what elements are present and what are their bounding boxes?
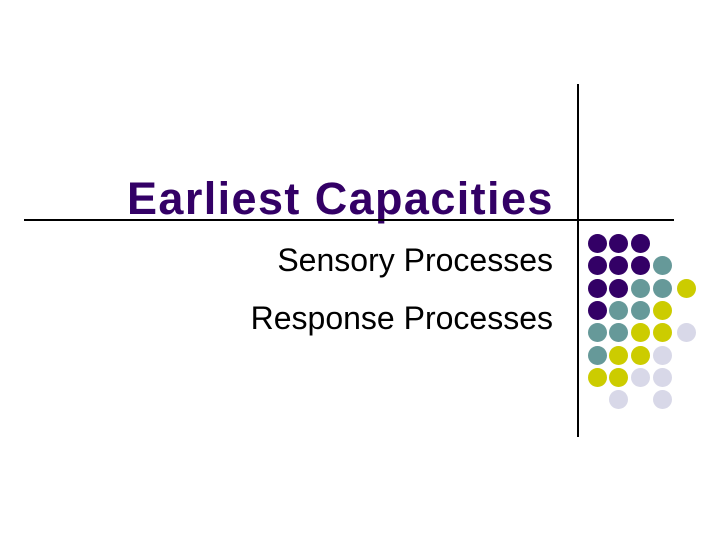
decorative-dot: [608, 255, 628, 275]
decorative-dot: [676, 322, 696, 342]
decorative-dot: [676, 278, 696, 298]
decorative-dot: [587, 345, 607, 365]
slide-title: Earliest Capacities: [127, 173, 554, 225]
decorative-dot: [652, 278, 672, 298]
decorative-dot: [608, 389, 628, 409]
decorative-dot: [652, 300, 672, 320]
decorative-dot: [652, 389, 672, 409]
vertical-divider-rule: [577, 84, 579, 437]
decorative-dot: [630, 322, 650, 342]
decorative-dot: [630, 278, 650, 298]
decorative-dot: [630, 233, 650, 253]
body-line-sensory: Sensory Processes: [277, 242, 553, 278]
body-line-response: Response Processes: [250, 300, 553, 336]
decorative-dot: [652, 255, 672, 275]
decorative-dot: [630, 367, 650, 387]
decorative-dot: [608, 300, 628, 320]
decorative-dot: [587, 233, 607, 253]
decorative-dot: [652, 322, 672, 342]
decorative-dot: [630, 345, 650, 365]
decorative-dot: [652, 367, 672, 387]
decorative-dot: [587, 367, 607, 387]
decorative-dot: [630, 255, 650, 275]
title-underline-rule: [24, 219, 674, 221]
decorative-dot: [587, 255, 607, 275]
decorative-dot: [587, 278, 607, 298]
decorative-dot: [587, 300, 607, 320]
decorative-dot: [608, 345, 628, 365]
decorative-dot: [608, 233, 628, 253]
decorative-dot: [608, 322, 628, 342]
decorative-dot: [587, 322, 607, 342]
decorative-dot: [630, 300, 650, 320]
decorative-dot: [608, 367, 628, 387]
decorative-dot: [608, 278, 628, 298]
decorative-dot: [652, 345, 672, 365]
